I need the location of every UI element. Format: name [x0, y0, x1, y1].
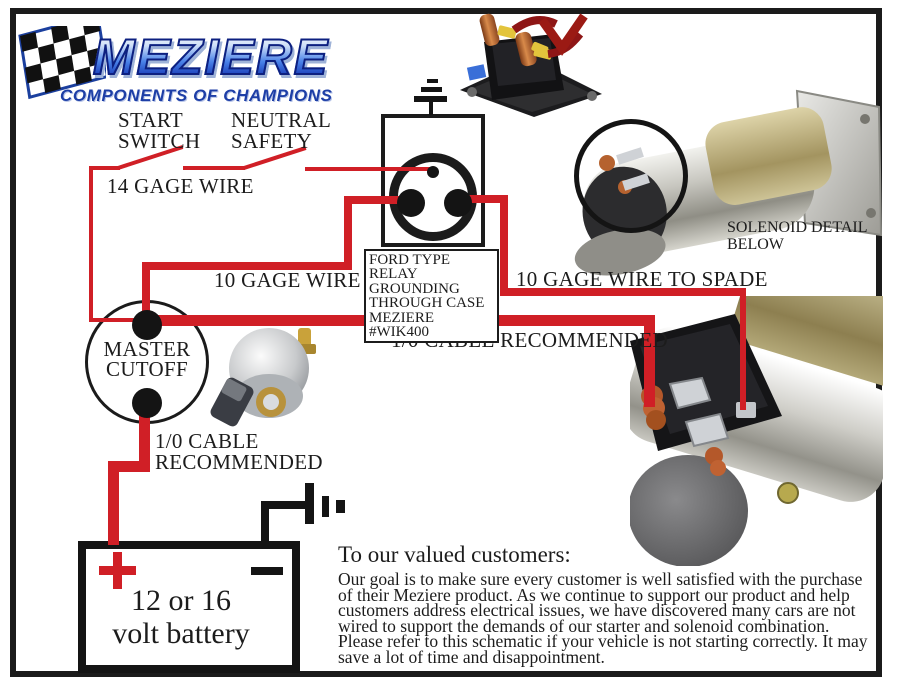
solenoid-detail-line2: BELOW — [727, 235, 784, 253]
start-switch-label: START SWITCH — [118, 110, 200, 152]
wire-14g-vertical — [89, 166, 93, 322]
ground-wire-horizontal — [261, 501, 308, 509]
cable-10-seg4 — [108, 461, 150, 472]
solenoid-annotation-circle — [574, 119, 688, 233]
neutral-safety-line2: SAFETY — [231, 129, 313, 153]
master-cutoff-label: MASTER CUTOFF — [95, 337, 199, 381]
relay-ground-bar3 — [427, 79, 438, 83]
letter-line: save a lot of time and disappointment. — [338, 646, 605, 667]
wire-14g-seg1 — [91, 166, 120, 170]
wire-10-gage-spade-label: 10 GAGE WIRE TO SPADE — [516, 267, 768, 291]
wire-spade-seg4 — [740, 288, 746, 410]
neutral-safety-line1: NEUTRAL — [231, 108, 332, 132]
relay-terminal-left — [397, 189, 425, 217]
ground-wire-vertical — [261, 501, 269, 545]
cable-10-seg3 — [139, 398, 150, 470]
wire-14g-to-cutoff — [89, 318, 135, 322]
wire-10-gage-label: 10 GAGE WIRE — [214, 268, 361, 292]
wire-10g-seg1 — [142, 262, 150, 318]
battery-ground-bar2 — [322, 496, 329, 517]
relay-photo — [460, 13, 602, 117]
letter-line: wired to support the demands of our star… — [338, 615, 830, 636]
wire-14-gage-label: 14 GAGE WIRE — [107, 174, 254, 198]
cutoff-terminal-top — [132, 310, 162, 340]
battery-ground-bar3 — [336, 500, 345, 513]
wire-10g-seg4 — [344, 196, 402, 204]
wire-10g-seg3 — [344, 196, 352, 270]
relay-coil-dot — [427, 166, 439, 178]
cable-left-label: 1/0 CABLE RECOMMENDED — [155, 431, 323, 473]
solenoid-detail-label: SOLENOID DETAIL BELOW — [727, 219, 868, 253]
cable-left-line1: 1/0 CABLE — [155, 429, 259, 453]
battery-label-line2: volt battery — [112, 617, 250, 650]
letter-line: of their Meziere product. As we continue… — [338, 584, 850, 605]
wire-spade-seg2 — [500, 195, 508, 295]
battery-label: 12 or 16 volt battery — [86, 584, 276, 650]
relay-ground-bar2 — [421, 87, 442, 92]
brand-tagline: COMPONENTS OF CHAMPIONS — [60, 86, 333, 105]
neutral-safety-label: NEUTRAL SAFETY — [231, 110, 331, 152]
wire-14g-seg3 — [305, 167, 433, 171]
solenoid-closeup-photo — [630, 296, 883, 566]
relay-ground-lead — [429, 101, 433, 115]
battery-label-line1: 12 or 16 — [131, 584, 231, 617]
relay-ground-icon — [414, 96, 447, 102]
letter-line: Our goal is to make sure every customer … — [338, 569, 863, 589]
relay-caption-line4: MEZIERE #WIK400 — [369, 309, 434, 341]
letter-line: Please refer to this schematic if your v… — [338, 631, 868, 652]
battery-minus-terminal — [251, 567, 283, 575]
relay-caption-line3: THROUGH CASE — [369, 295, 485, 312]
cutoff-terminal-bottom — [132, 388, 162, 418]
checkered-flag-icon — [18, 26, 106, 100]
disconnect-switch-photo — [210, 328, 316, 427]
battery-ground-icon — [305, 483, 314, 524]
wire-14g-seg2 — [183, 166, 245, 170]
brand-title: MEZIERE — [92, 28, 330, 86]
solenoid-detail-line1: SOLENOID DETAIL — [727, 219, 868, 236]
start-switch-line1: START — [118, 108, 184, 132]
letter-heading: To our valued customers: — [338, 542, 571, 567]
battery-plus-terminal-bar — [113, 552, 122, 589]
relay-terminal-right — [444, 189, 472, 217]
cable-10-seg2 — [644, 315, 655, 407]
master-cutoff-line2: CUTOFF — [106, 357, 188, 381]
wire-spade-seg3 — [500, 288, 746, 296]
wire-10g-seg2 — [142, 262, 352, 270]
master-cutoff-line1: MASTER — [103, 337, 191, 361]
letter-line: customers address electrical issues, we … — [338, 600, 856, 621]
letter-body: Our goal is to make sure every customer … — [338, 569, 886, 667]
relay-caption-box: FORD TYPE RELAY GROUNDING THROUGH CASE M… — [364, 249, 499, 344]
start-switch-line2: SWITCH — [118, 129, 201, 153]
wire-spade-seg1 — [458, 195, 506, 203]
relay-caption-line2: GROUNDING — [369, 280, 460, 297]
relay-caption-line1: FORD TYPE RELAY — [369, 252, 450, 283]
cable-10-seg5 — [108, 461, 119, 545]
cable-left-line2: RECOMMENDED — [155, 450, 323, 474]
